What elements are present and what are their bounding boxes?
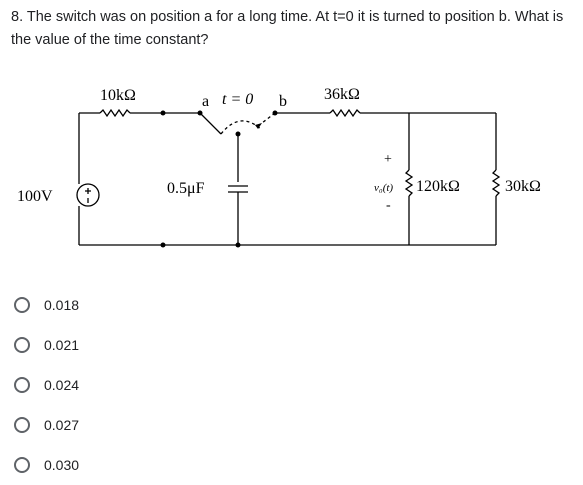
- radio-button[interactable]: [14, 457, 30, 473]
- voltage-source: [76, 183, 100, 207]
- r3-label: 120kΩ: [416, 178, 460, 195]
- option-label: 0.018: [44, 297, 80, 313]
- r1-label: 10kΩ: [100, 87, 136, 104]
- switch-a-label: a: [202, 93, 209, 110]
- resistor-30k: [491, 169, 501, 197]
- question-text: 8. The switch was on position a for a lo…: [11, 9, 564, 48]
- minus-sign: -: [386, 198, 391, 213]
- option-2[interactable]: 0.024: [14, 365, 79, 405]
- resistor-120k: [404, 169, 414, 197]
- option-label: 0.024: [44, 377, 80, 393]
- resistor-10k: [99, 108, 131, 118]
- option-label: 0.030: [44, 457, 80, 473]
- plus-sign: +: [384, 152, 392, 167]
- source-label: 100V: [17, 188, 53, 205]
- option-1[interactable]: 0.021: [14, 325, 79, 365]
- radio-button[interactable]: [14, 297, 30, 313]
- resistor-36k: [329, 108, 361, 118]
- r4-label: 30kΩ: [505, 178, 541, 195]
- option-4[interactable]: 0.030: [14, 445, 79, 485]
- answer-options: 0.018 0.021 0.024 0.027 0.030: [14, 285, 79, 485]
- switch-b-label: b: [279, 93, 287, 110]
- radio-button[interactable]: [14, 417, 30, 433]
- option-label: 0.027: [44, 417, 80, 433]
- option-label: 0.021: [44, 337, 80, 353]
- circuit-diagram: 100V 10kΩ a t = 0 b 0.5μF 36kΩ + v₀(t) -…: [17, 86, 541, 248]
- option-0[interactable]: 0.018: [14, 285, 79, 325]
- radio-button[interactable]: [14, 377, 30, 393]
- switch-time-label: t = 0: [222, 91, 253, 108]
- r2-label: 36kΩ: [324, 86, 360, 103]
- vo-label: v₀(t): [374, 182, 393, 194]
- option-3[interactable]: 0.027: [14, 405, 79, 445]
- radio-button[interactable]: [14, 337, 30, 353]
- capacitor-label: 0.5μF: [167, 180, 205, 197]
